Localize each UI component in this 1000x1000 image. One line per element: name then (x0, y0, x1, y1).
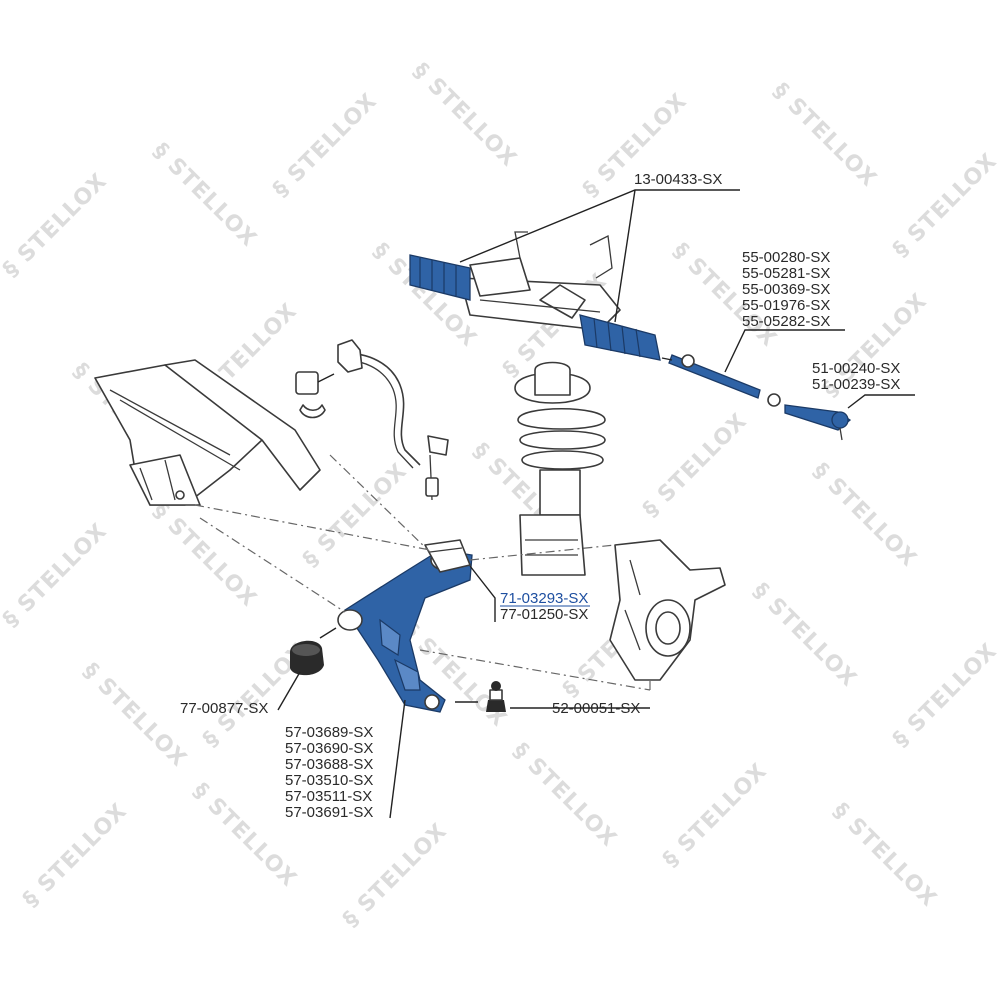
label-arm-bushing-rear: 77-00877-SX (180, 700, 268, 717)
stabilizer-bar (295, 339, 449, 501)
watermark-logo: § STELLOX (639, 409, 753, 523)
tie-rod-end (784, 404, 852, 441)
watermark-logo: § STELLOX (768, 79, 882, 193)
ball-joint (486, 681, 506, 712)
watermark-logo: § STELLOX (808, 459, 922, 573)
label-arm-bushing-front-1: 71-03293-SX (500, 590, 588, 607)
watermark-logo: § STELLOX (0, 169, 112, 283)
watermark-logo: § STELLOX (339, 819, 453, 933)
label-tie-rod-5: 55-05282-SX (742, 313, 830, 330)
rack-boot-right (579, 314, 661, 361)
arm-bushing-front (424, 539, 471, 573)
strut-assembly (514, 361, 606, 576)
watermark-logo: § STELLOX (889, 149, 1000, 263)
watermark-logo: § STELLOX (0, 519, 112, 633)
label-rack-boots: 13-00433-SX (634, 171, 722, 188)
label-arm-3: 57-03688-SX (285, 756, 373, 773)
label-arm-1: 57-03689-SX (285, 724, 373, 741)
watermark-logo: § STELLOX (508, 739, 622, 853)
label-tie-rod-2: 55-05281-SX (742, 265, 830, 282)
label-tie-rod-4: 55-01976-SX (742, 297, 830, 314)
label-tie-rod-end-1: 51-00240-SX (812, 360, 900, 377)
watermark-logo: § STELLOX (659, 759, 773, 873)
watermark-logo: § STELLOX (19, 799, 133, 913)
label-tie-rod-3: 55-00369-SX (742, 281, 830, 298)
watermark-logo: § STELLOX (148, 499, 262, 613)
watermark-logo: § STELLOX (269, 89, 383, 203)
label-ball-joint: 52-00051-SX (552, 700, 640, 717)
watermark-logo: § STELLOX (299, 459, 413, 573)
watermark-logo: § STELLOX (408, 59, 522, 173)
subframe (94, 359, 321, 506)
assembly-lines (194, 454, 651, 691)
watermark-logo: § STELLOX (828, 799, 942, 913)
rack-boot-left (409, 254, 471, 301)
label-arm-6: 57-03691-SX (285, 804, 373, 821)
label-tie-rod-1: 55-00280-SX (742, 249, 830, 266)
callouts: 13-00433-SX 55-00280-SX 55-05281-SX 55-0… (180, 171, 900, 821)
watermark-logo: § STELLOX (889, 639, 1000, 753)
watermark-logo: § STELLOX (78, 659, 192, 773)
arm-bushing-rear (290, 640, 324, 676)
watermark-logo: § STELLOX (148, 139, 262, 253)
steering-knuckle (609, 539, 726, 681)
watermark-logo: § STELLOX (748, 579, 862, 693)
label-arm-bushing-front-2: 77-01250-SX (500, 606, 588, 623)
label-arm-2: 57-03690-SX (285, 740, 373, 757)
inner-tie-rod (668, 354, 781, 407)
leader-lines (277, 189, 915, 819)
label-arm-5: 57-03511-SX (285, 788, 372, 805)
label-tie-rod-end-2: 51-00239-SX (812, 376, 900, 393)
label-arm-4: 57-03510-SX (285, 772, 373, 789)
